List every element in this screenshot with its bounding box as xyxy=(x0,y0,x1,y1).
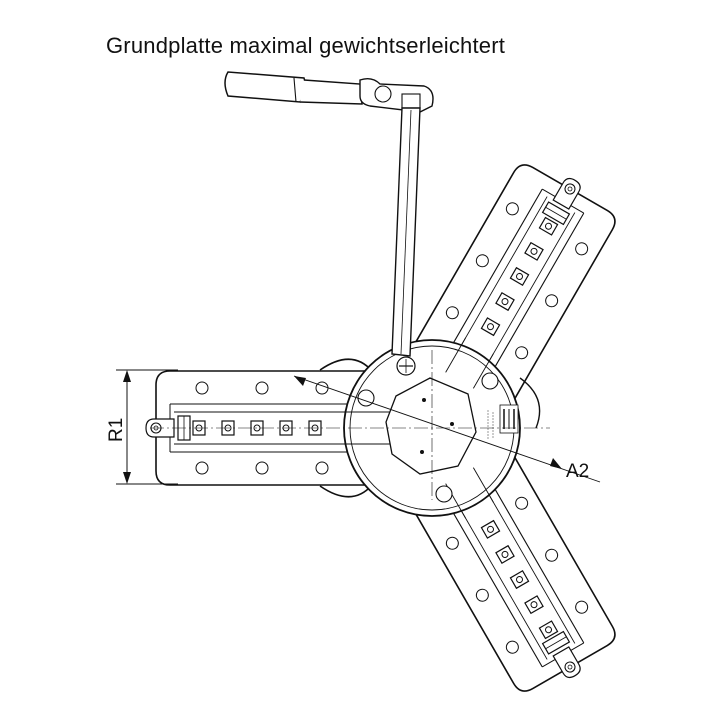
dimension-r1: R1 xyxy=(106,369,178,485)
drawing-title: Grundplatte maximal gewichtserleichtert xyxy=(106,33,506,58)
dimension-a2: A2 xyxy=(293,375,601,483)
chuck-assembly xyxy=(145,151,626,705)
center-bore xyxy=(385,377,477,475)
a2-label: A2 xyxy=(566,461,589,482)
ratchet-wrench xyxy=(224,71,434,357)
r1-label: R1 xyxy=(106,418,127,442)
logo-marking xyxy=(487,404,519,440)
